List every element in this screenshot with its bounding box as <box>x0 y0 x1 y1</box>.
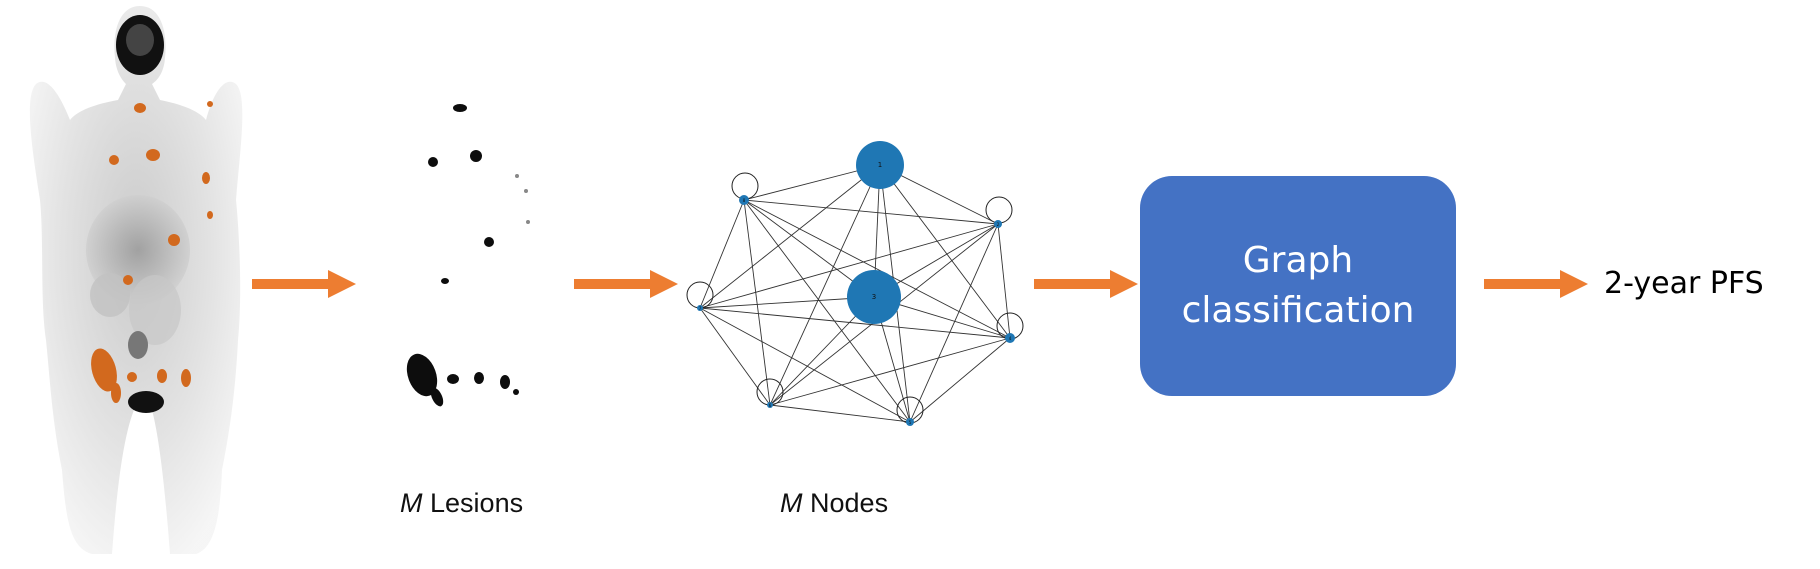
graph-node-label: 1 <box>878 161 882 169</box>
graph-edge <box>743 199 875 298</box>
graph-edge <box>879 164 1011 339</box>
graph-edge <box>699 307 1011 339</box>
graph-node-label: 8 <box>743 198 746 203</box>
graph-edge <box>699 307 771 406</box>
graph-node <box>856 141 904 189</box>
graph-edge <box>743 199 1011 339</box>
nodes-caption: M Nodes <box>780 488 888 519</box>
output-label: 2-year PFS <box>1604 266 1764 301</box>
graph-edge <box>699 307 911 423</box>
pet-scan-icon <box>29 6 243 554</box>
graph-self-loop <box>686 281 714 309</box>
graph-classification-box: Graph classification <box>1140 176 1456 396</box>
graph-node <box>847 270 901 324</box>
nodes-caption-text: Nodes <box>810 488 889 518</box>
graph-node-label: 2 <box>997 222 1000 227</box>
lesion-blobs-icon <box>406 104 530 407</box>
graph-edge <box>909 223 999 423</box>
lesion-segmentation-image <box>380 90 540 420</box>
graph-edge <box>699 164 881 309</box>
flow-arrow-2 <box>574 270 678 298</box>
graph-node-label: 3 <box>872 293 876 301</box>
pet-scan-image <box>0 0 250 564</box>
flow-arrow-4 <box>1484 270 1588 298</box>
flow-arrow-3 <box>1034 270 1138 298</box>
lesions-caption-italic: M <box>400 488 423 518</box>
lesions-caption-text: Lesions <box>430 488 524 518</box>
graph-self-loop <box>731 172 759 200</box>
graph-node <box>1005 333 1015 343</box>
graph-node <box>767 402 773 408</box>
graph-node <box>994 220 1002 228</box>
graph-edge <box>743 199 911 423</box>
lesions-caption: M Lesions <box>400 488 523 519</box>
graph-node-label: 7 <box>699 306 702 311</box>
graph-edge <box>997 223 1011 339</box>
graph-node-label: 6 <box>769 403 772 408</box>
graph-network: 1 2 3 4 5 6 7 8 <box>686 141 1024 426</box>
graph-edge <box>769 337 1011 406</box>
graph-edge <box>743 199 999 225</box>
graph-edge <box>699 199 745 309</box>
graph-node-label: 5 <box>909 420 912 425</box>
graph-classification-label: Graph classification <box>1181 240 1415 331</box>
nodes-caption-italic: M <box>780 488 803 518</box>
flow-arrow-1 <box>252 270 356 298</box>
graph-edge <box>909 337 1011 423</box>
graph-node <box>697 305 703 311</box>
graph-edge <box>743 199 771 406</box>
graph-edges <box>699 164 1011 423</box>
graph-edge <box>769 404 911 423</box>
lesion-graph: 1 2 3 4 5 6 7 8 <box>680 130 1040 440</box>
graph-node <box>906 418 914 426</box>
graph-edge <box>769 164 881 406</box>
graph-node <box>739 195 749 205</box>
graph-node-label: 4 <box>1009 336 1012 341</box>
graph-edge <box>699 296 875 309</box>
graph-edge <box>699 223 999 309</box>
graph-self-loop <box>985 196 1013 224</box>
